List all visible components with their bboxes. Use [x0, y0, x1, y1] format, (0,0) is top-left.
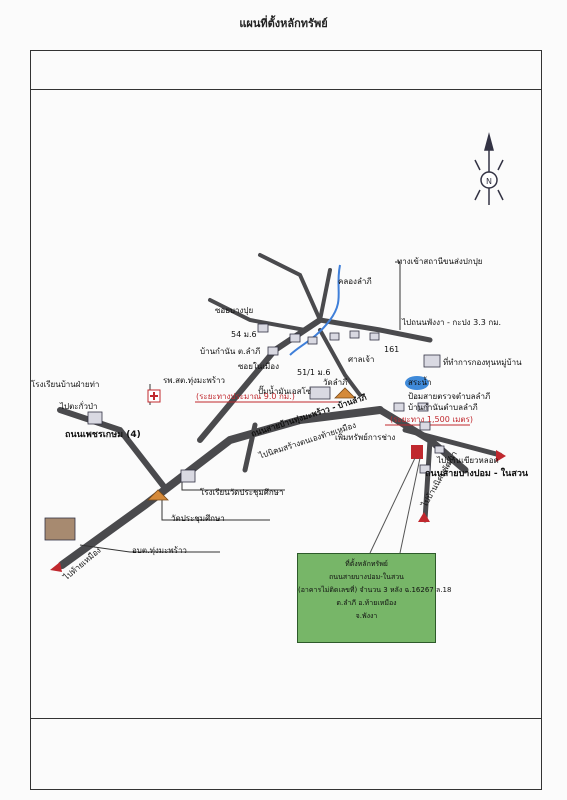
- note-line-4: ต.ลำภี อ.ท้ายเหมือง: [336, 599, 397, 607]
- road-north2: [318, 268, 332, 322]
- label-wat-prachum: วัดประชุมศึกษา: [171, 514, 225, 523]
- note-line-2: ถนนสายบางปอม-ในสวน: [329, 573, 404, 581]
- road-south: [242, 422, 258, 473]
- label-kamnan-house: บ้านกำนัน ต.ลำภี: [200, 347, 261, 356]
- note-line-1: ที่ตั้งหลักทรัพย์: [345, 560, 388, 568]
- compass-letter: N: [486, 177, 492, 186]
- temple-icons: [147, 387, 356, 501]
- label-wat-lamphi: วัดลำภี: [323, 378, 348, 387]
- arrow-down-icon: [418, 512, 430, 522]
- pointer-line-a: [369, 457, 416, 554]
- label-n161: 161: [384, 345, 400, 354]
- label-hospital: รพ.สต.ทุ่งมะพร้าว: [163, 376, 226, 385]
- hospital-icon: [147, 389, 161, 403]
- label-obt: อบต.ทุ่งมะพร้าว: [132, 546, 187, 555]
- building-icons: [44, 323, 445, 541]
- label-pond-road: ทางเข้าสถานีขนส่งปกปุย: [397, 257, 483, 266]
- label-school-top: โรงเรียนบ้านฝ่ายท่า: [31, 380, 100, 389]
- road-west: [57, 407, 168, 491]
- road-phetkasem: [58, 406, 384, 569]
- label-village-office: ที่ทำการกองทุนหมู่บ้าน: [443, 358, 522, 367]
- arrow-right-icon: [496, 450, 506, 462]
- label-to-phangnga: ไปถนนพังงา - กะปง 3.3 กม.: [402, 318, 502, 327]
- road-main: [317, 317, 433, 343]
- direction-arrows: [50, 450, 506, 572]
- note-line-3: (อาคารไม่ติดเลขที่) จำนวน 3 หลัง ฉ.16267…: [298, 586, 452, 594]
- label-to-ban-khiao: ไปบ้านเขียวหลอด: [437, 456, 499, 465]
- label-school-wat: โรงเรียนวัดประชุมศึกษา: [200, 488, 284, 497]
- arrow-left-icon: [50, 562, 62, 572]
- label-soi-bangpu: ซอยบางปุย: [215, 306, 254, 315]
- road-branch-b: [318, 328, 362, 397]
- page-title: แผนที่ตั้งหลักทรัพย์: [239, 17, 328, 30]
- label-police: ป้อมสายตรวจตำบลลำภี: [408, 392, 491, 401]
- map-frame: [30, 50, 542, 790]
- road-north: [258, 253, 322, 322]
- property-marker: [411, 445, 423, 459]
- label-n54: 54 ม.6: [231, 330, 257, 339]
- label-n51: 51/1 ม.6: [297, 368, 331, 377]
- north-arrow-icon: [474, 132, 504, 205]
- label-to-takua: ไปตะกั่วป่า: [60, 402, 98, 411]
- label-distance-1500: (ระยะทาง 1,500 เมตร): [390, 415, 473, 424]
- label-shrine: ศาลเจ้า: [348, 355, 375, 364]
- header-divider: [30, 89, 542, 90]
- note-line-5: จ.พังงา: [355, 612, 378, 620]
- label-gas-station: ปั๊มน้ำมันเอสโซ่: [258, 387, 312, 396]
- label-khlong: คลองลำภี: [338, 277, 372, 286]
- label-property-shop: เพิ่มทรัพย์การช่าง: [335, 433, 396, 442]
- label-distance-9: (ระยะทางประมาณ 9.0 กม.): [196, 392, 295, 401]
- road-bangpom: [402, 427, 503, 458]
- label-soi-khlong: ซอยในเมือง: [238, 362, 280, 371]
- road-network: [57, 253, 503, 569]
- river-line: [289, 264, 341, 356]
- label-kamnan2: บ้านกำนันตำบลลำภี: [408, 403, 478, 412]
- pointer-line-b: [399, 457, 421, 554]
- pond-shape: [405, 376, 429, 390]
- label-road-bangpom: ถนนสายบางปอม - ในสวน: [425, 469, 529, 479]
- label-pond: สระน้ำ: [408, 378, 432, 387]
- footer-divider: [30, 718, 542, 719]
- road-south-east: [422, 437, 433, 523]
- property-note-box: ที่ตั้งหลักทรัพย์ ถนนสายบางปอม-ในสวน (อา…: [297, 553, 452, 643]
- label-phetkasem: ถนนเพชรเกษม (4): [65, 430, 141, 440]
- road-branch-a: [208, 298, 307, 332]
